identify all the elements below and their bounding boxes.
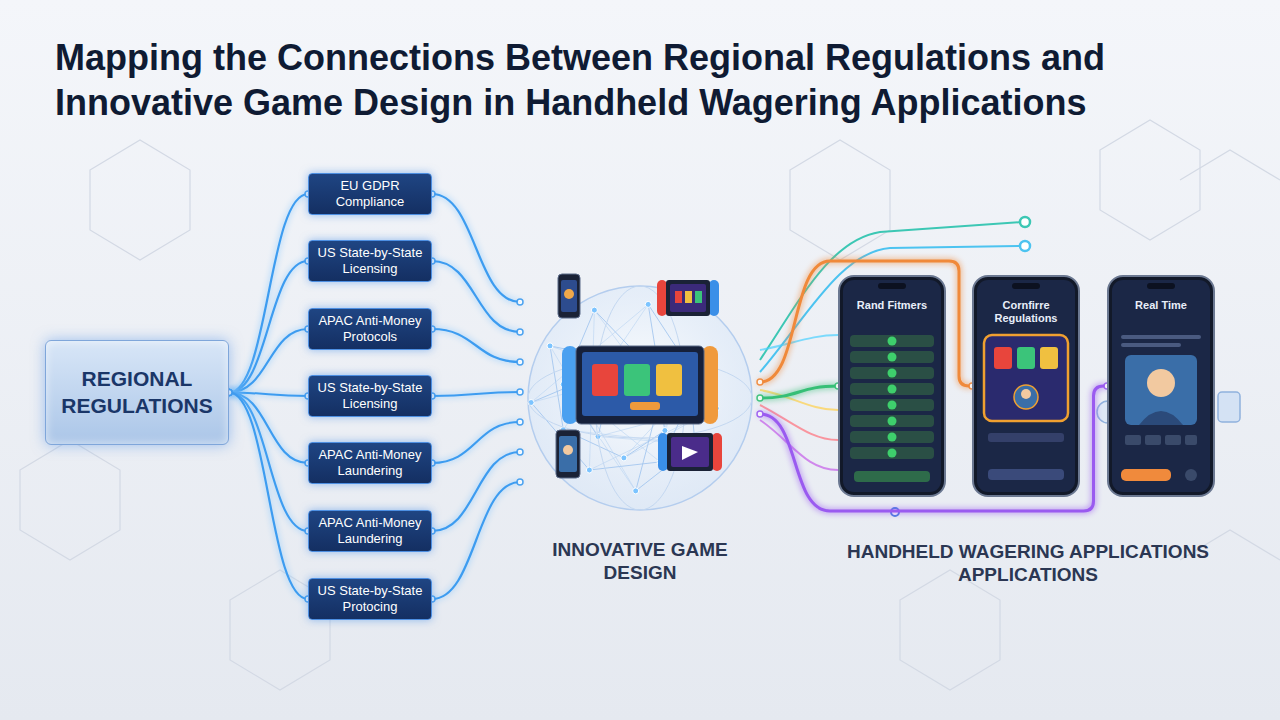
regulation-box: APAC Anti-Money Laundering [308,442,432,484]
regulation-box: US State-by-State Licensing [308,240,432,282]
section-label: HANDHELD WAGERING APPLICATIONS APPLICATI… [838,540,1218,586]
connector [432,261,520,332]
connector-dot [517,299,523,305]
phone-app: Cornfirre Regulations [972,275,1080,497]
game-design-globe: INNOVATIVE GAME DESIGN [520,280,760,590]
connector-dot [517,419,523,425]
connector [432,194,520,302]
connector-dot [757,411,763,417]
box-label: REGIONAL REGULATIONS [54,366,220,419]
connector [229,393,308,464]
connector-dot [517,329,523,335]
globe-illustration [520,280,760,530]
box-label: US State-by-State Licensing [314,380,426,411]
connector [229,194,308,393]
regulation-box: US State-by-State Protocing [308,578,432,620]
connector [229,261,308,393]
connector [432,452,520,531]
phone-app: Rand Fitmers [838,275,946,497]
box-label: EU GDPR Compliance [314,178,426,209]
regulation-box: EU GDPR Compliance [308,173,432,215]
connector [760,386,838,398]
connector-dot [757,395,763,401]
connector-dot [517,389,523,395]
regulation-box: US State-by-State Licensing [308,375,432,417]
box-label: US State-by-State Licensing [314,245,426,276]
connector [229,393,308,600]
box-label: APAC Anti-Money Protocols [314,313,426,344]
region-box: REGIONAL REGULATIONS [45,340,229,445]
phone-app: Real Time [1107,275,1215,497]
hex-grid [20,120,1280,690]
connector-dot [757,379,763,385]
screen-heading: Real Time [1117,299,1205,312]
group-heading: INNOVATIVE GAME DESIGN [520,538,760,584]
box-label: APAC Anti-Money Laundering [314,447,426,478]
screen-heading: Cornfirre Regulations [982,299,1070,325]
connector-dot [517,449,523,455]
connector [432,482,520,599]
connector [432,329,520,362]
regulation-box: APAC Anti-Money Laundering [308,510,432,552]
connector-dot [517,479,523,485]
connector [432,392,520,396]
connector [229,393,308,532]
connector [229,329,308,393]
screen-heading: Rand Fitmers [848,299,936,312]
box-label: APAC Anti-Money Laundering [314,515,426,546]
diagram-title: Mapping the Connections Between Regional… [55,36,1255,125]
box-label: US State-by-State Protocing [314,583,426,614]
regulation-box: APAC Anti-Money Protocols [308,308,432,350]
connector-dot [517,359,523,365]
connector [432,422,520,463]
